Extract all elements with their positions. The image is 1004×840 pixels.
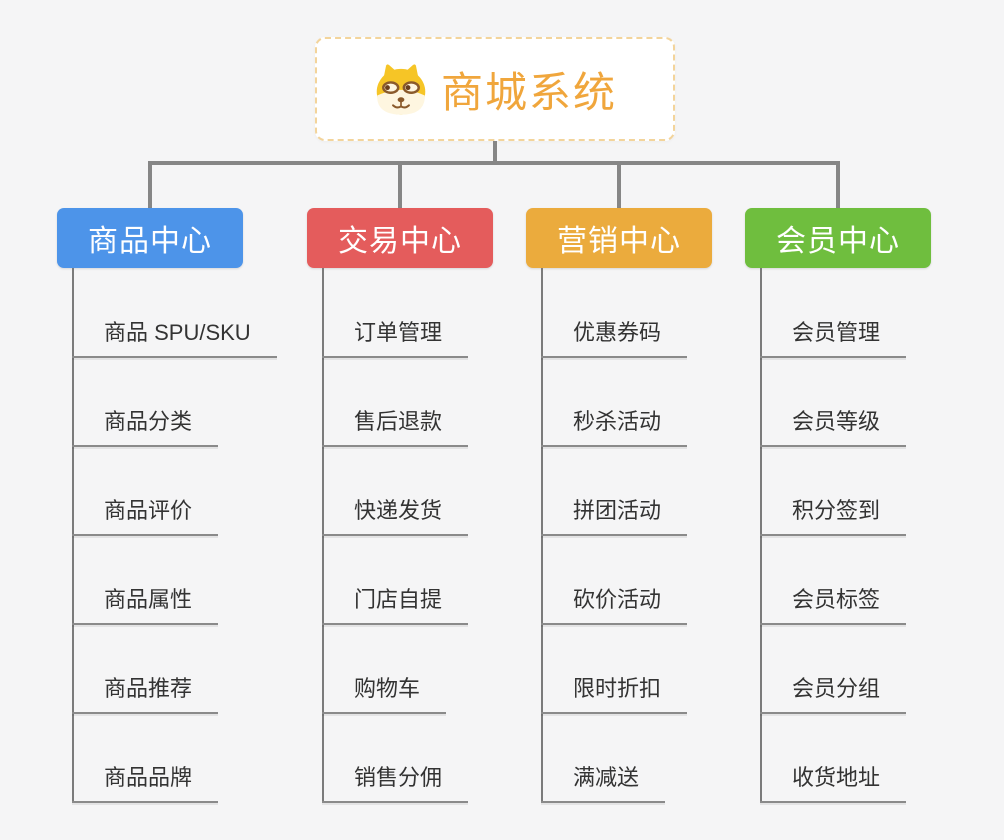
branch-node-marketing-center[interactable]: 营销中心 [526,208,712,268]
branch-node-trade-center[interactable]: 交易中心 [307,208,493,268]
root-title: 商城系统 [440,68,617,116]
leaf-node[interactable]: 拼团活动 [541,493,688,536]
connector-drop-marketing [617,161,621,209]
leaf-node[interactable]: 满减送 [541,760,666,803]
branch-children-member-center: 会员管理 会员等级 积分签到 会员标签 会员分组 收货地址 [760,268,1000,808]
root-node-mall-system[interactable]: 商城系统 [315,37,675,141]
leaf-node[interactable]: 快递发货 [322,493,469,536]
leaf-node[interactable]: 订单管理 [322,315,469,358]
leaf-node[interactable]: 商品品牌 [72,760,219,803]
leaf-node[interactable]: 商品评价 [72,493,219,536]
leaf-node[interactable]: 收货地址 [760,760,907,803]
leaf-node[interactable]: 积分签到 [760,493,907,536]
branch-children-trade-center: 订单管理 售后退款 快递发货 门店自提 购物车 销售分佣 [322,268,562,808]
connector-drop-products [148,161,152,209]
leaf-node[interactable]: 门店自提 [322,582,469,625]
leaf-node[interactable]: 销售分佣 [322,760,469,803]
branch-children-marketing-center: 优惠券码 秒杀活动 拼团活动 砍价活动 限时折扣 满减送 [541,268,781,808]
connector-drop-members [836,161,840,209]
branch-children-product-center: 商品 SPU/SKU 商品分类 商品评价 商品属性 商品推荐 商品品牌 [72,268,312,808]
leaf-node[interactable]: 商品分类 [72,404,219,447]
connector-horizontal-bar [148,161,840,165]
connector-drop-trade [398,161,402,209]
branch-node-product-center[interactable]: 商品中心 [57,208,243,268]
leaf-node[interactable]: 商品推荐 [72,671,219,714]
leaf-node[interactable]: 购物车 [322,671,447,714]
leaf-node[interactable]: 会员分组 [760,671,907,714]
leaf-node[interactable]: 商品属性 [72,582,219,625]
leaf-node[interactable]: 砍价活动 [541,582,688,625]
leaf-node[interactable]: 会员管理 [760,315,907,358]
leaf-node[interactable]: 商品 SPU/SKU [72,315,277,358]
doge-icon [376,64,426,115]
leaf-node[interactable]: 会员等级 [760,404,907,447]
leaf-node[interactable]: 会员标签 [760,582,907,625]
leaf-node[interactable]: 售后退款 [322,404,469,447]
leaf-node[interactable]: 优惠券码 [541,315,688,358]
leaf-node[interactable]: 限时折扣 [541,671,688,714]
branch-node-member-center[interactable]: 会员中心 [745,208,931,268]
leaf-node[interactable]: 秒杀活动 [541,404,688,447]
connector-root-stub [493,141,497,165]
